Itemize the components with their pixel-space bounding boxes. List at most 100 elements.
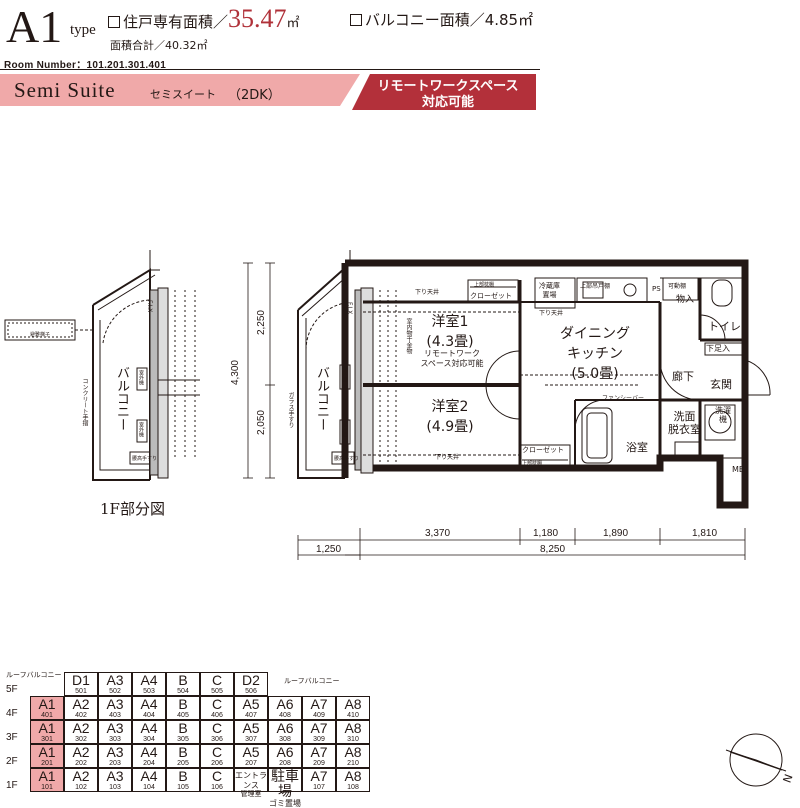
evacuation-ladder: 避難梯子	[30, 332, 51, 338]
unit-type: A2	[72, 744, 90, 760]
remote-work-note: リモートワーク スペース対応可能	[412, 349, 492, 369]
room-dk-size: (5.0畳)	[571, 366, 619, 382]
washroom-line1: 洗面	[673, 410, 696, 423]
unit-number: 201	[41, 760, 53, 767]
unit-number: 301	[41, 736, 53, 743]
unit-type: A8	[344, 744, 362, 760]
washer-line1: 洗濯	[715, 406, 731, 415]
unit-number: ゴミ置場	[269, 799, 301, 808]
balcony-label-main: バルコニー	[314, 366, 329, 431]
unit-number: 408	[279, 712, 291, 719]
unit-number: 302	[75, 736, 87, 743]
total-area: 面積合計／40.32㎡	[110, 39, 208, 52]
balcony-area: バルコニー面積／4.85㎡	[350, 9, 533, 30]
unit-type: A2	[72, 720, 90, 736]
unit-type: B	[178, 696, 188, 712]
storage: 物入	[676, 295, 695, 305]
unit-cell[interactable]: エントランス管理室	[234, 768, 268, 798]
room-dk-line1: ダイニング	[560, 326, 630, 342]
suite-name: Semi Suite	[14, 78, 116, 102]
unit-number: 305	[177, 736, 189, 743]
unit-cell[interactable]: 駐車場ゴミ置場	[268, 768, 302, 808]
unit-type: A6	[276, 696, 294, 712]
room-western1-label: 洋室1	[431, 314, 469, 330]
under-ceiling-bottom: 下り天井	[435, 454, 460, 461]
unit-number: 304	[143, 736, 155, 743]
unit-number: 503	[143, 688, 155, 695]
unit-type: A3	[106, 768, 124, 784]
pipe-space: PS	[652, 285, 661, 293]
unit-type: A3	[106, 672, 124, 688]
checkbox-icon	[108, 16, 120, 28]
room-western2-size: (4.9畳)	[426, 419, 474, 435]
unit-number: 107	[313, 784, 325, 791]
dim-balcony: 1,250	[316, 544, 342, 555]
unit-number: 307	[245, 736, 257, 743]
unit-number: 206	[211, 760, 223, 767]
floor-label: 1F	[6, 780, 18, 791]
unit-type: A3	[106, 744, 124, 760]
room-hall: 廊下	[672, 370, 694, 383]
exclusive-label: 住戸専有面積／	[123, 13, 229, 31]
unit-type: A1	[38, 720, 56, 736]
unit-type: A7	[310, 744, 328, 760]
meter-box: MB	[732, 465, 745, 474]
unit-number: 303	[109, 736, 121, 743]
upper-shelf-top: 上部枕棚	[474, 282, 495, 288]
unit-type: A4	[140, 672, 158, 688]
remote-work-line1: リモートワークスペース	[377, 79, 519, 94]
remote-note-line1: リモートワーク	[424, 349, 480, 358]
unit-number: 101	[41, 784, 53, 791]
unit-type: C	[211, 768, 223, 784]
dim-vertical-total: 4,300	[230, 360, 241, 386]
unit-type: A7	[310, 720, 328, 736]
checkbox-icon	[350, 14, 362, 26]
suite-banner	[0, 74, 360, 106]
unit-type: A7	[310, 696, 328, 712]
